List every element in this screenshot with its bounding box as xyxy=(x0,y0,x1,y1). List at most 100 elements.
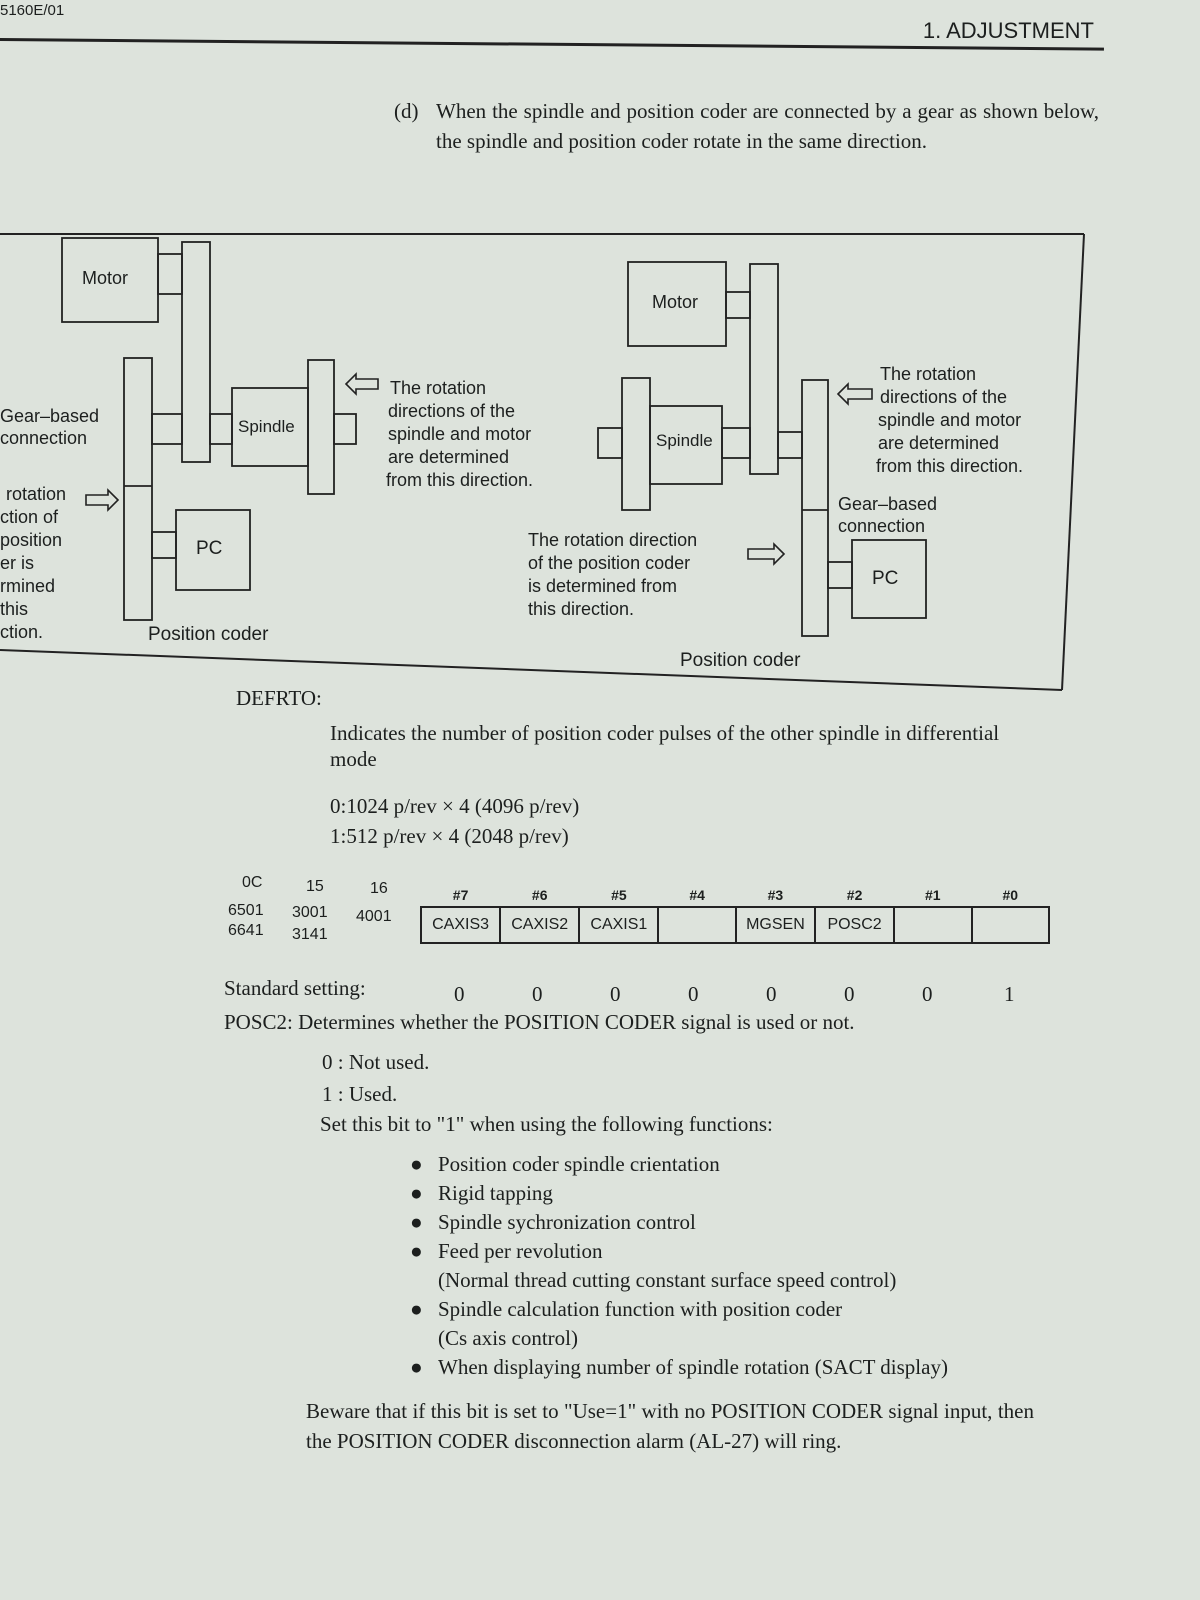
svg-text:from this direction.: from this direction. xyxy=(386,470,533,490)
left-gear-label-2: connection xyxy=(0,428,87,448)
svg-text:is determined from: is determined from xyxy=(528,576,677,596)
series-0c: 0C xyxy=(242,874,263,891)
svg-text:are determined: are determined xyxy=(878,433,999,453)
svg-text:spindle and motor: spindle and motor xyxy=(388,424,531,444)
bit-header-row: #7 #6 #5 #4 #3 #2 #1 #0 xyxy=(421,884,1049,907)
right-coder-arrow-icon xyxy=(747,542,786,566)
std-bit-0: 1 xyxy=(1004,982,1015,1006)
svg-text:The rotation: The rotation xyxy=(880,364,976,384)
set-bit-instruction: Set this bit to "1" when using the follo… xyxy=(320,1112,773,1136)
svg-text:directions of the: directions of the xyxy=(388,401,515,421)
list-item-note: (Normal thread cutting constant surface … xyxy=(438,1268,897,1292)
svg-text:ction of: ction of xyxy=(0,507,59,527)
right-pc-link xyxy=(827,561,853,589)
svg-text:spindle and motor: spindle and motor xyxy=(878,410,1021,430)
svg-text:The rotation: The rotation xyxy=(390,378,486,398)
left-pc-box xyxy=(175,509,251,591)
list-item: ●When displaying number of spindle rotat… xyxy=(410,1353,1030,1382)
bit-header-7: #7 xyxy=(452,887,469,903)
bit-5-name: CAXIS1 xyxy=(578,906,660,944)
left-motor-shaft xyxy=(157,253,183,295)
bit-header-1: #1 xyxy=(925,887,941,903)
right-pc-label: PC xyxy=(872,568,898,589)
std-bit-2: 0 xyxy=(844,982,855,1006)
left-diagram xyxy=(61,237,357,621)
bullet-icon: ● xyxy=(410,1297,423,1321)
left-spindle-label: Spindle xyxy=(238,417,295,436)
left-pc-label: PC xyxy=(196,538,222,559)
right-gear-label-1: Gear–based xyxy=(838,494,937,514)
bullet-icon: ● xyxy=(410,1210,423,1234)
posc2-description: POSC2: Determines whether the POSITION C… xyxy=(224,1010,855,1034)
right-spindle-link xyxy=(721,427,751,459)
standard-setting-label: Standard setting: xyxy=(224,976,366,1000)
right-gear-link xyxy=(777,431,803,459)
bit-3-name: MGSEN xyxy=(734,906,817,944)
right-coder-gear xyxy=(801,379,829,637)
section-title: 1. ADJUSTMENT xyxy=(922,18,1094,43)
std-bit-7: 0 xyxy=(454,982,465,1006)
std-bit-3: 0 xyxy=(766,982,777,1006)
std-bit-5: 0 xyxy=(610,982,621,1006)
std-bit-1: 0 xyxy=(922,982,933,1006)
right-spindle-arrow-icon xyxy=(836,382,873,406)
param-number-15-1: 3001 xyxy=(292,904,328,921)
right-motor-gear xyxy=(749,263,779,475)
svg-text:this direction.: this direction. xyxy=(528,599,634,619)
left-gear-link xyxy=(151,413,183,445)
std-bit-4: 0 xyxy=(688,982,699,1006)
defrto-name: DEFRTO: xyxy=(236,686,322,710)
left-motor-label: Motor xyxy=(82,268,128,288)
document-code: 5160E/01 xyxy=(0,2,65,19)
param-number-0c-2: 6641 xyxy=(228,922,264,939)
right-spindle-gear xyxy=(621,377,651,511)
left-coder-note: rotation ction of position er is rmined … xyxy=(0,484,66,642)
bit-0-name xyxy=(970,906,1050,944)
paragraph-d: (d) When the spindle and position coder … xyxy=(394,96,1099,156)
bit-name-row: CAXIS3 CAXIS2 CAXIS1 MGSEN POSC2 xyxy=(419,906,1050,944)
svg-text:of the position coder: of the position coder xyxy=(528,553,690,573)
series-15: 15 xyxy=(306,878,324,895)
parameter-bit-table: #7 #6 #5 #4 #3 #2 #1 #0 CAXIS3 CAXIS2 CA… xyxy=(419,884,1050,944)
right-diagram xyxy=(597,261,927,637)
bit-header-6: #6 xyxy=(531,887,548,903)
left-spindle-gear xyxy=(307,359,335,495)
right-position-coder-label: Position coder xyxy=(680,650,801,671)
bullet-icon: ● xyxy=(410,1355,423,1379)
right-spindle-note: The rotation directions of the spindle a… xyxy=(876,364,1023,476)
posc2-option-0: 0 : Not used. xyxy=(322,1050,430,1074)
svg-text:this: this xyxy=(0,599,28,619)
list-item: ●Spindle sychronization control xyxy=(410,1208,1030,1237)
left-pc-link xyxy=(151,531,177,559)
left-spindle-link xyxy=(209,413,233,445)
list-item-note: (Cs axis control) xyxy=(438,1326,578,1350)
list-item: ●Feed per revolution(Normal thread cutti… xyxy=(410,1237,1030,1295)
right-coder-note: The rotation direction of the position c… xyxy=(528,530,697,619)
list-item: ●Rigid tapping xyxy=(410,1179,1030,1208)
left-motor-gear xyxy=(181,241,211,463)
right-spindle-label: Spindle xyxy=(656,431,713,450)
bullet-icon: ● xyxy=(410,1239,423,1263)
bit-6-name: CAXIS2 xyxy=(499,906,581,944)
defrto-option-0: 0:1024 p/rev × 4 (4096 p/rev) xyxy=(330,794,580,818)
param-number-0c-1: 6501 xyxy=(228,902,264,919)
bit-header-3: #3 xyxy=(767,887,784,903)
right-spindle-stub xyxy=(597,427,623,459)
param-number-16-1: 4001 xyxy=(356,908,392,925)
bullet-icon: ● xyxy=(410,1152,423,1176)
left-spindle-note: The rotation directions of the spindle a… xyxy=(386,378,533,490)
paragraph-text: When the spindle and position coder are … xyxy=(436,99,1099,153)
list-item: ●Position coder spindle crientation xyxy=(410,1150,1030,1179)
bit-header-2: #2 xyxy=(846,887,863,903)
function-list: ●Position coder spindle crientation ●Rig… xyxy=(410,1150,1030,1382)
bit-4-name xyxy=(657,906,737,944)
warning-note: Beware that if this bit is set to "Use=1… xyxy=(306,1399,1034,1453)
list-item: ●Spindle calculation function with posit… xyxy=(410,1295,1030,1353)
left-coder-arrow-icon xyxy=(85,488,120,512)
defrto-option-1: 1:512 p/rev × 4 (2048 p/rev) xyxy=(330,824,569,848)
bit-header-0: #0 xyxy=(1002,887,1019,903)
svg-text:directions of the: directions of the xyxy=(880,387,1007,407)
left-spindle-stub xyxy=(333,413,357,445)
svg-text:position: position xyxy=(0,530,62,550)
